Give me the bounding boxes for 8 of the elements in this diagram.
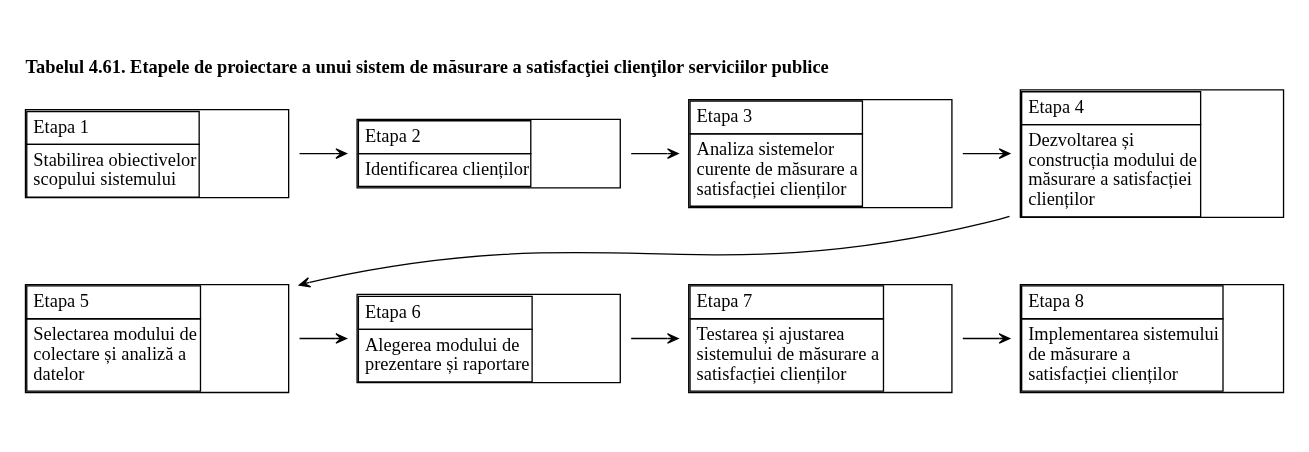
arrow xyxy=(298,333,348,344)
arrow xyxy=(630,333,679,344)
diagram-title: Tabelul 4.61. Etapele de proiectare a unui sistem de măsurare a satisfacţiei clienţilor serviciilor publice xyxy=(25,56,829,77)
arrow xyxy=(298,215,1011,288)
arrow xyxy=(630,148,679,159)
arrow xyxy=(298,148,348,159)
arrow xyxy=(962,333,1011,344)
arrow xyxy=(962,148,1011,159)
